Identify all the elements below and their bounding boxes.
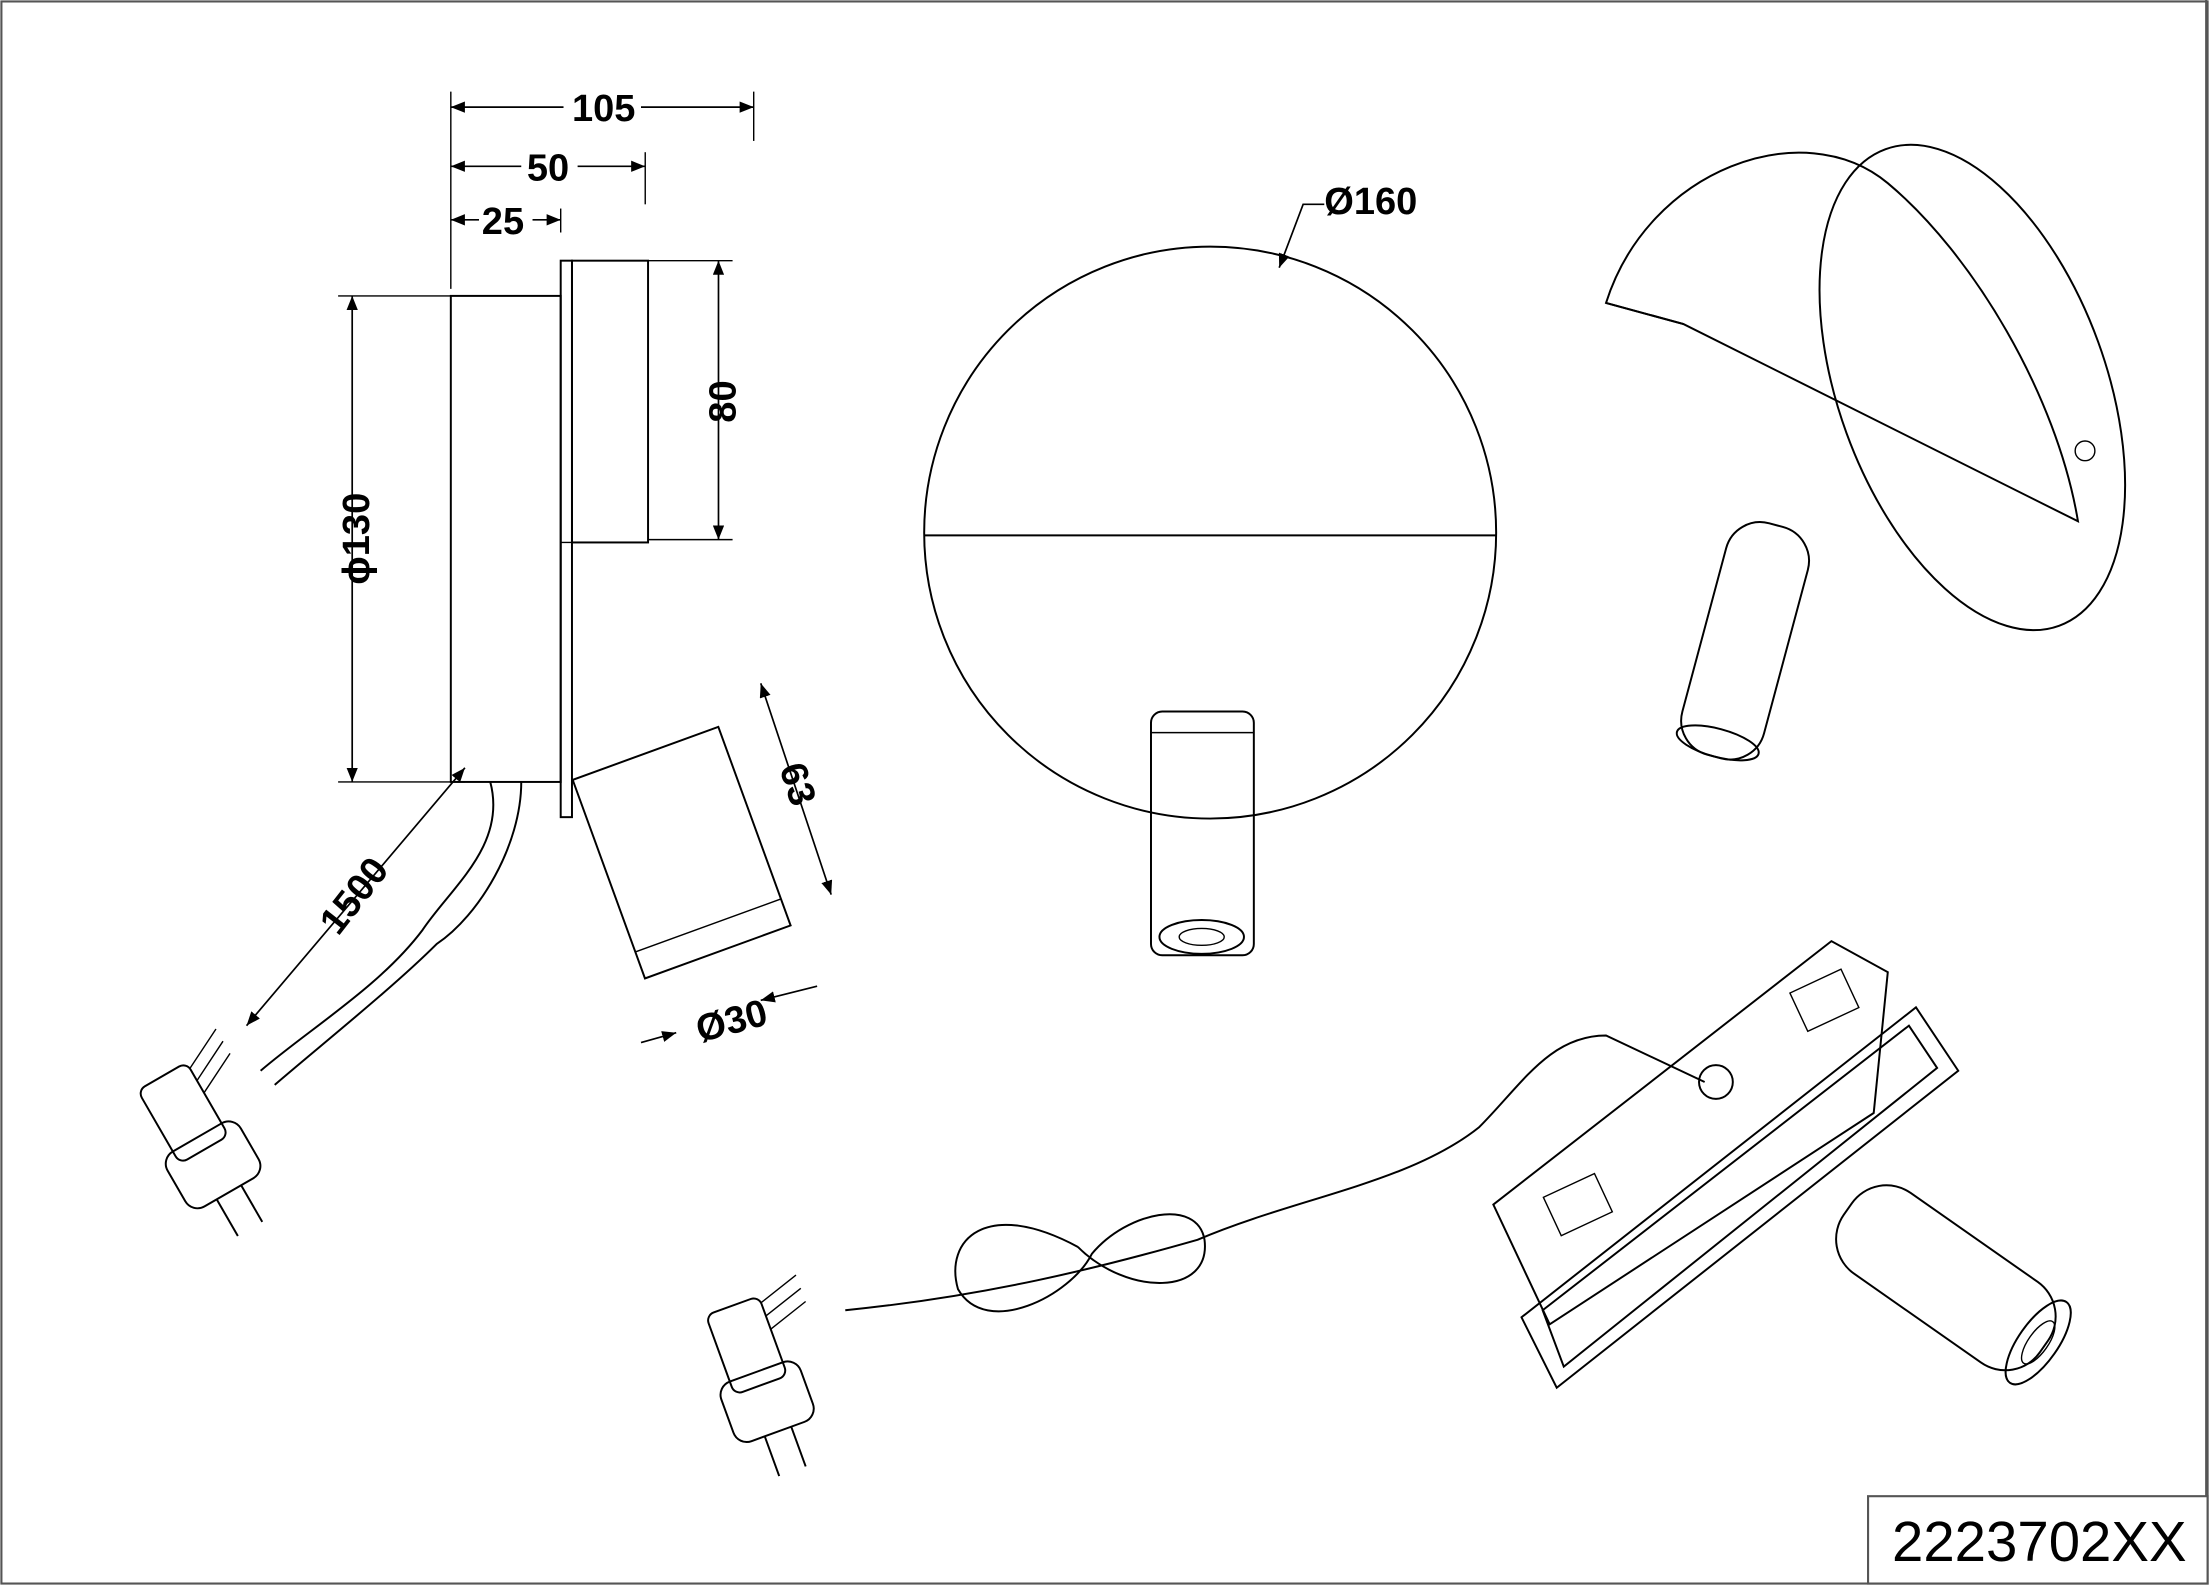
dimensions: 105 50 25 ϕ130 80 63 Ø30 1500 Ø160: [245, 88, 1417, 1051]
dim-width-plate: 25: [482, 201, 524, 243]
dim-spot-diameter: Ø30: [692, 992, 772, 1051]
front-view: [923, 245, 1498, 957]
dim-diameter-front: Ø160: [1324, 181, 1417, 223]
title-block: 2223702XX: [1867, 0, 2209, 1585]
plug-side: [139, 1028, 264, 1237]
dim-width-mid: 50: [527, 147, 569, 189]
dim-spot-length: 63: [771, 758, 824, 811]
dim-diameter-back: ϕ130: [336, 493, 378, 585]
plug-packaging: [707, 1274, 815, 1477]
perspective-view: [1604, 143, 2127, 762]
article-number: 2223702XX: [1892, 1510, 2187, 1573]
dim-width-total: 105: [572, 88, 635, 130]
side-view: [139, 259, 792, 1237]
packaging-view: [707, 939, 2072, 1477]
dim-height-plate: 80: [702, 380, 744, 422]
